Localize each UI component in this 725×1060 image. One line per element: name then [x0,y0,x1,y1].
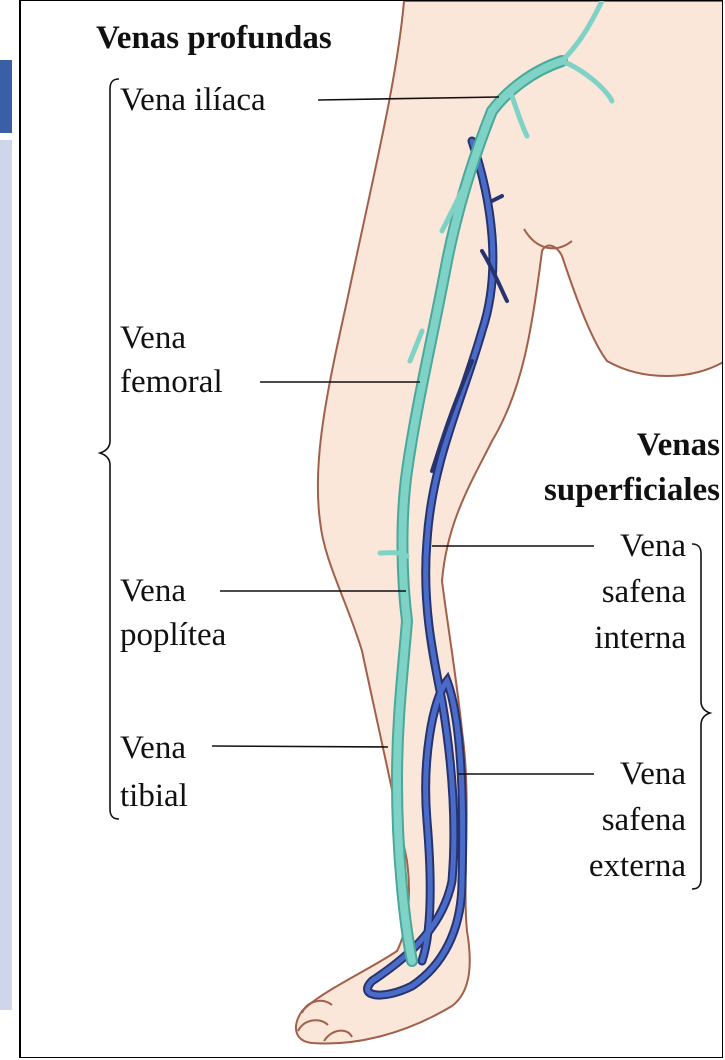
label-safena-interna-1: Vena [620,527,686,565]
leg-outline [296,1,723,1044]
label-vena-tibial-2: tibial [120,777,188,815]
label-vena-poplitea-1: Vena [120,572,186,610]
label-vena-tibial-1: Vena [120,729,186,767]
left-sidebar [0,0,19,1060]
leg-veins-illustration [21,1,723,1058]
sidebar-panel [0,140,12,1010]
sidebar-tab[interactable] [0,60,12,133]
label-safena-externa-1: Vena [620,755,686,793]
superficial-veins-title-2: superficiales [544,471,720,509]
label-vena-femoral-2: femoral [120,363,223,401]
label-vena-iliaca: Vena ilíaca [120,81,266,119]
figure-frame: Venas profundas Vena ilíaca Vena femoral… [19,0,723,1058]
label-safena-interna-2: safena [602,573,686,611]
label-vena-poplitea-2: poplítea [120,616,226,654]
superficial-veins-title-1: Venas [637,426,720,464]
label-safena-externa-2: safena [602,801,686,839]
label-vena-femoral-1: Vena [120,319,186,357]
deep-veins-title: Venas profundas [96,19,332,57]
label-safena-interna-3: interna [594,619,686,657]
label-safena-externa-3: externa [589,847,686,885]
